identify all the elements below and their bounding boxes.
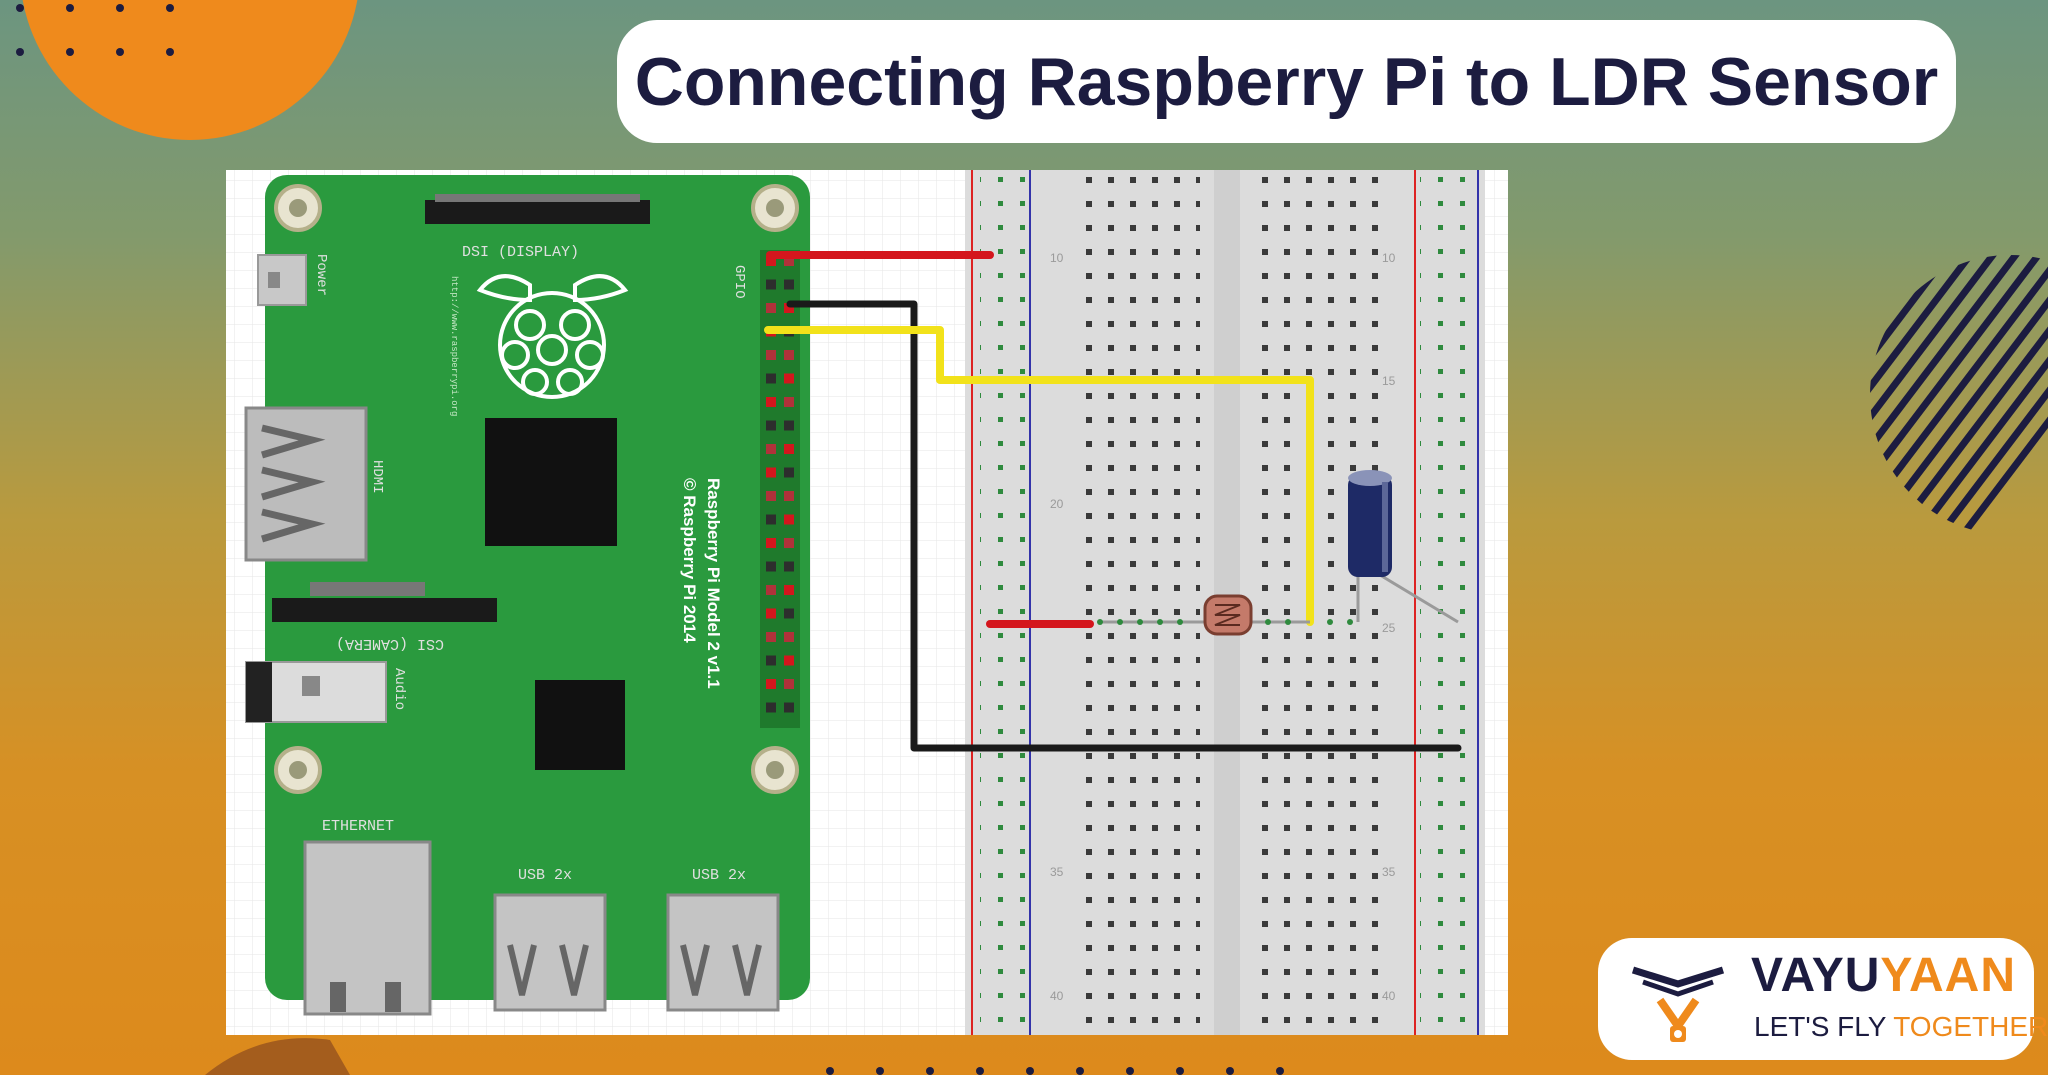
row-number: 10 <box>1050 251 1064 265</box>
csi-label: CSI (CAMERA) <box>336 635 444 652</box>
raspberry-logo-icon <box>476 274 629 399</box>
dsi-label: DSI (DISPLAY) <box>462 244 579 261</box>
row-number: 25 <box>1382 621 1396 635</box>
gpio-pin <box>766 444 776 454</box>
tagline-main: LET'S FLY <box>1754 1011 1894 1042</box>
soc-chip <box>485 418 617 546</box>
gpio-pin <box>784 444 794 454</box>
brand-name: VAYUYAAN <box>1751 948 2016 1003</box>
ethernet-port <box>303 840 432 1016</box>
usb-left-label: USB 2x <box>518 867 572 884</box>
gpio-pin <box>784 397 794 407</box>
drone-logo-icon <box>1631 966 1725 1042</box>
row-number: 15 <box>1382 374 1396 388</box>
gpio-pin <box>784 538 794 548</box>
brand-tagline: LET'S FLY TOGETHER <box>1754 1011 2048 1043</box>
power-label: Power <box>313 254 329 296</box>
gpio-pin <box>766 279 776 290</box>
gpio-pin <box>766 491 776 501</box>
gpio-pin <box>766 655 776 666</box>
gpio-pin <box>784 655 794 666</box>
dsi-connector <box>425 200 650 224</box>
gpio-pin <box>766 585 776 595</box>
wires <box>764 251 1462 752</box>
gpio-pin <box>784 467 794 478</box>
gpio-pin <box>784 373 794 384</box>
title-banner: Connecting Raspberry Pi to LDR Sensor <box>617 20 1956 143</box>
row-number: 35 <box>1382 865 1396 879</box>
ram-chip <box>535 680 625 770</box>
power-port <box>257 254 307 306</box>
gpio-pin <box>784 350 794 360</box>
gpio-pin <box>766 467 776 478</box>
ldr-sensor <box>1100 594 1310 636</box>
svg-text:http://www.raspberrypi.org: http://www.raspberrypi.org <box>449 276 459 416</box>
row-number: 20 <box>1050 497 1064 511</box>
gpio-pin <box>784 679 794 689</box>
gpio-pin <box>766 303 776 313</box>
gpio-pin <box>784 561 794 572</box>
gpio-label: GPIO <box>731 265 747 299</box>
usb-right-label: USB 2x <box>692 867 746 884</box>
gpio-header <box>760 250 800 728</box>
gpio-pin <box>784 632 794 642</box>
brand-main: VAYU <box>1751 949 1881 1002</box>
gpio-pin <box>784 514 794 525</box>
gpio-pin <box>766 608 776 619</box>
black-wire <box>786 300 1462 752</box>
gpio-pin <box>766 561 776 572</box>
gpio-pin <box>784 702 794 713</box>
model-text-line2: © Raspberry Pi 2014 <box>680 478 699 643</box>
capacitor <box>1348 470 1459 624</box>
corner-dot-grid <box>16 4 174 56</box>
model-text-line1: Raspberry Pi Model 2 v1.1 <box>704 478 723 689</box>
gpio-pin <box>784 491 794 501</box>
gpio-pin <box>766 702 776 713</box>
gpio-pin <box>784 256 794 266</box>
gpio-pin <box>766 350 776 360</box>
bottom-dot-row <box>826 1067 1284 1075</box>
gpio-pin <box>784 279 794 290</box>
ethernet-label: ETHERNET <box>322 818 394 835</box>
gpio-pin <box>766 397 776 407</box>
brand-accent: YAAN <box>1880 949 2016 1002</box>
gpio-pin <box>766 420 776 431</box>
gpio-pin <box>766 632 776 642</box>
vayuyaan-logo: VAYUYAAN LET'S FLY TOGETHER <box>1598 938 2048 1060</box>
gpio-pin <box>766 679 776 689</box>
row-number: 10 <box>1382 251 1396 265</box>
csi-connector <box>272 598 497 622</box>
gpio-pin <box>784 303 794 313</box>
corner-orange-circle <box>22 0 358 140</box>
tagline-accent: TOGETHER <box>1893 1011 2048 1042</box>
hdmi-label: HDMI <box>369 460 385 494</box>
yellow-wire <box>764 326 1314 626</box>
gpio-pin <box>766 256 776 266</box>
gpio-pin <box>766 514 776 525</box>
page-title: Connecting Raspberry Pi to LDR Sensor <box>634 43 1939 120</box>
row-number: 40 <box>1050 989 1064 1003</box>
gpio-pin <box>784 420 794 431</box>
gpio-pin <box>784 585 794 595</box>
row-number: 35 <box>1050 865 1064 879</box>
gpio-pin <box>766 538 776 548</box>
row-number: 40 <box>1382 989 1396 1003</box>
raspberry-pi-board: DSI (DISPLAY) Power http://www.raspberry… <box>244 175 810 1016</box>
bottom-arc <box>205 1038 350 1075</box>
audio-label: Audio <box>391 668 407 710</box>
gpio-pin <box>766 373 776 384</box>
gpio-pin <box>784 608 794 619</box>
